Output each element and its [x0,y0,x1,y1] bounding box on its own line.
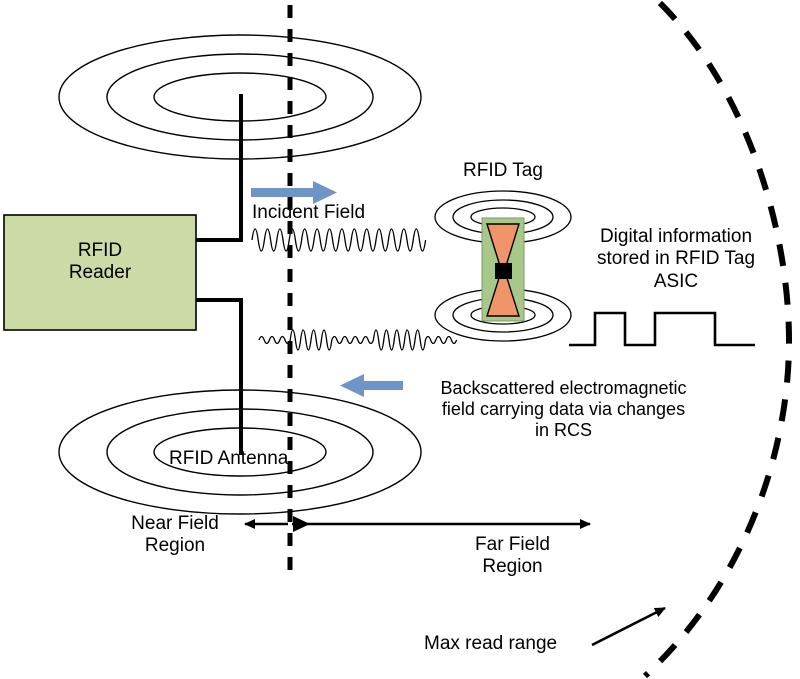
rfid-tag-label: RFID Tag [463,160,543,181]
reader-feed-lines [196,94,243,455]
backscatter-line3: in RCS [534,420,592,441]
incident-field-waveform [251,228,427,252]
max-read-range-label: Max read range [424,633,558,654]
backscattered-waveform [258,329,458,351]
reader-label-line1: RFID [77,240,123,261]
digital-info-line2: stored in RFID Tag [596,248,756,270]
far-field-line2: Region [482,556,543,578]
max-read-range-pointer [591,606,666,647]
incident-field-arrow [251,181,337,204]
digital-info-line1: Digital information [599,226,753,247]
near-field-line1: Near Field [131,513,219,534]
far-field-dimension-arrow [292,516,591,532]
digital-data-waveform [569,311,755,347]
digital-info-line3: ASIC [653,270,699,292]
reader-label-line2: Reader [68,262,132,284]
tag-asic-chip [495,263,512,279]
incident-field-label: Incident Field [252,202,366,223]
rfid-tag-group [434,190,572,342]
backscatter-arrow [340,374,403,397]
near-field-line2: Region [144,535,206,557]
rfid-antenna-label: RFID Antenna [169,448,289,469]
far-field-line1: Far Field [475,534,550,555]
max-read-range-arc [642,0,793,679]
rfid-reader-box [3,214,197,331]
backscatter-line2: field carrying data via changes [441,399,686,420]
backscatter-line1: Backscattered electromagnetic [440,378,687,398]
